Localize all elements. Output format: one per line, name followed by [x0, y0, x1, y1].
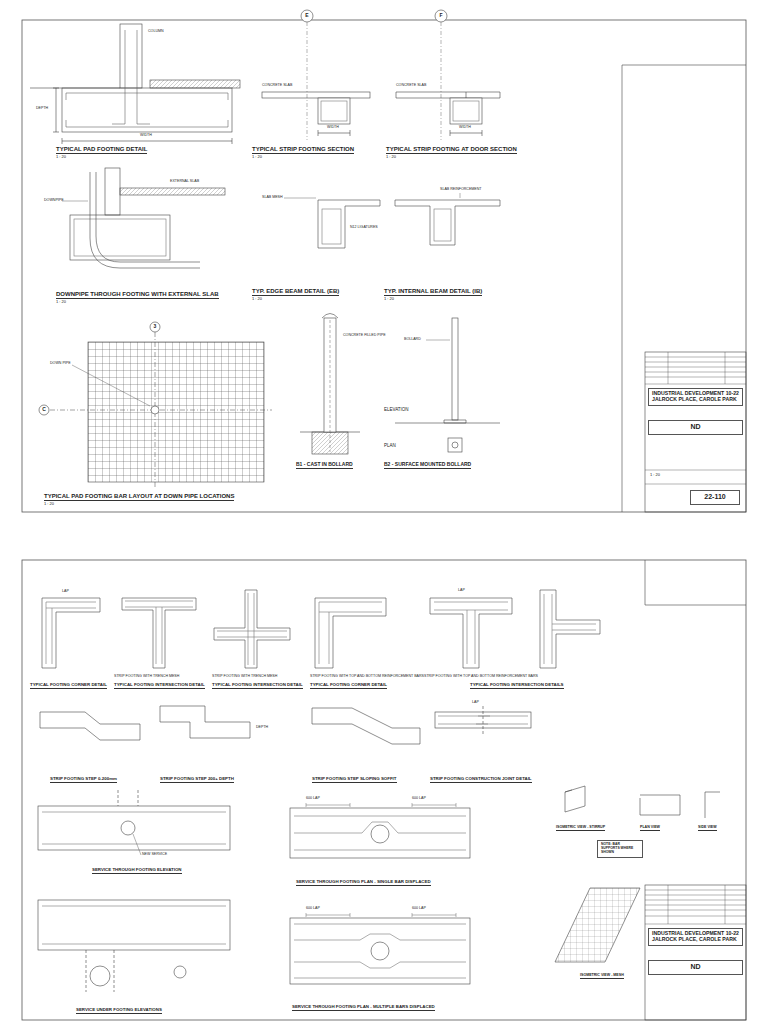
detail-title: TYPICAL FOOTING CORNER DETAIL: [310, 683, 387, 689]
detail-title: TYPICAL FOOTING CORNER DETAIL: [30, 683, 107, 689]
detail-title: TYP. EDGE BEAM DETAIL (EB): [252, 288, 339, 296]
title-block-text: NOTE: BAR SUPPORTS WHERE SHOWN: [601, 843, 639, 855]
detail-title: TYPICAL STRIP FOOTING SECTION: [252, 146, 354, 154]
title-block-text: INDUSTRIAL DEVELOPMENT 10-22 JALROCK PLA…: [652, 931, 739, 943]
detail-title: STRIP FOOTING STEP SLOPING SOFFIT: [312, 777, 397, 783]
scale-note: 1 : 20: [252, 155, 262, 159]
title-block-text: 22-110: [694, 493, 736, 501]
annotation: DOWN PIPE: [50, 362, 71, 366]
annotation: STRIP FOOTING WITH TRENCH MESH: [212, 675, 277, 679]
detail-title: STRIP FOOTING STEP 200+ DEPTH: [160, 777, 234, 783]
detail-title: TYPICAL PAD FOOTING DETAIL: [56, 146, 147, 154]
annotation: STRIP FOOTING WITH TOP AND BOTTOM REINFO…: [424, 675, 538, 679]
grid-bubble-label: 3: [154, 324, 157, 330]
annotation: 600 LAP: [412, 797, 426, 801]
detail-title: STRIP FOOTING CONSTRUCTION JOINT DETAIL: [430, 777, 532, 783]
title-block-cell: ND: [648, 960, 743, 975]
annotation: DEPTH: [256, 726, 268, 730]
detail-title: TYPICAL FOOTING INTERSECTION DETAIL: [212, 683, 303, 689]
annotation: STRIP FOOTING WITH TRENCH MESH: [114, 675, 179, 679]
annotation: SLAB REINFORCEMENT: [440, 188, 482, 192]
note-box: NOTE: BAR SUPPORTS WHERE SHOWN: [597, 840, 643, 858]
annotation: N12 LIGATURES: [350, 226, 378, 230]
drawing-number-cell: 22-110: [690, 490, 740, 505]
title-block-text: ND: [652, 963, 739, 971]
annotation: STRIP FOOTING WITH TOP AND BOTTOM REINFO…: [310, 675, 424, 679]
annotation: PLAN: [384, 444, 396, 449]
title-block-cell: INDUSTRIAL DEVELOPMENT 10-22 JALROCK PLA…: [648, 388, 743, 406]
detail-title: B2 - SURFACE MOUNTED BOLLARD: [384, 462, 471, 469]
detail-title: SERVICE THROUGH FOOTING PLAN - SINGLE BA…: [296, 880, 431, 886]
annotation: WIDTH: [327, 126, 339, 130]
annotation: LAP: [62, 590, 69, 594]
detail-title: ISOMETRIC VIEW - MESH: [580, 974, 624, 979]
annotation: WIDTH: [459, 126, 471, 130]
scale-note: 1 : 20: [386, 155, 396, 159]
annotation: WIDTH: [140, 134, 152, 138]
scale-note: 1 : 20: [650, 473, 660, 477]
title-block-text: INDUSTRIAL DEVELOPMENT 10-22 JALROCK PLA…: [652, 391, 739, 403]
annotation: LAP: [472, 701, 479, 705]
detail-title: SIDE VIEW: [698, 826, 717, 831]
annotation: 600 LAP: [306, 907, 320, 911]
grid-bubble-label: C: [42, 407, 46, 413]
detail-title: TYPICAL PAD FOOTING BAR LAYOUT AT DOWN P…: [44, 493, 234, 501]
scale-note: 1 : 20: [252, 297, 262, 301]
annotation: DOWNPIPE: [44, 199, 64, 203]
detail-title: DOWNPIPE THROUGH FOOTING WITH EXTERNAL S…: [56, 291, 219, 299]
annotation: 600 LAP: [306, 797, 320, 801]
annotation: CONCRETE SLAB: [396, 84, 426, 88]
title-block-text: ND: [652, 423, 739, 431]
detail-title: SERVICE UNDER FOOTING ELEVATIONS: [76, 1008, 162, 1014]
detail-title: ISOMETRIC VIEW - STIRRUP: [556, 826, 605, 831]
detail-title: SERVICE THROUGH FOOTING PLAN - MULTIPLE …: [292, 1005, 435, 1011]
annotation: COLUMN: [148, 30, 164, 34]
detail-title: TYPICAL FOOTING INTERSECTION DETAIL: [114, 683, 205, 689]
annotation: CONCRETE SLAB: [262, 84, 292, 88]
annotation: DEPTH: [36, 107, 48, 111]
detail-title: STRIP FOOTING STEP 0-200mm: [50, 777, 117, 783]
detail-title: TYP. INTERNAL BEAM DETAIL (IB): [384, 288, 482, 296]
annotation: SLAB MESH: [262, 196, 283, 200]
annotation: EXTERNAL SLAB: [170, 180, 199, 184]
annotation: ELEVATION: [384, 408, 409, 413]
detail-title: PLAN VIEW: [640, 826, 660, 831]
scale-note: 1 : 20: [56, 155, 66, 159]
annotation: 600 LAP: [412, 907, 426, 911]
annotation: CONCRETE FILLED PIPE: [343, 334, 386, 338]
detail-title: B1 - CAST IN BOLLARD: [296, 462, 353, 469]
scale-note: 1 : 20: [56, 300, 66, 304]
detail-title: SERVICE THROUGH FOOTING ELEVATION: [92, 868, 182, 874]
grid-bubble-label: E: [305, 13, 308, 19]
grid-bubble-label: F: [439, 13, 442, 19]
title-block-cell: INDUSTRIAL DEVELOPMENT 10-22 JALROCK PLA…: [648, 928, 743, 946]
scale-note: 1 : 20: [384, 297, 394, 301]
title-block-cell: ND: [648, 420, 743, 435]
annotation: NEW SERVICE: [142, 853, 167, 857]
detail-title: TYPICAL FOOTING INTERSECTION DETAILS: [470, 683, 564, 689]
annotation: BOLLARD: [404, 338, 421, 342]
detail-title: TYPICAL STRIP FOOTING AT DOOR SECTION: [386, 146, 517, 154]
annotation: LAP: [458, 589, 465, 593]
scale-note: 1 : 20: [44, 502, 54, 506]
